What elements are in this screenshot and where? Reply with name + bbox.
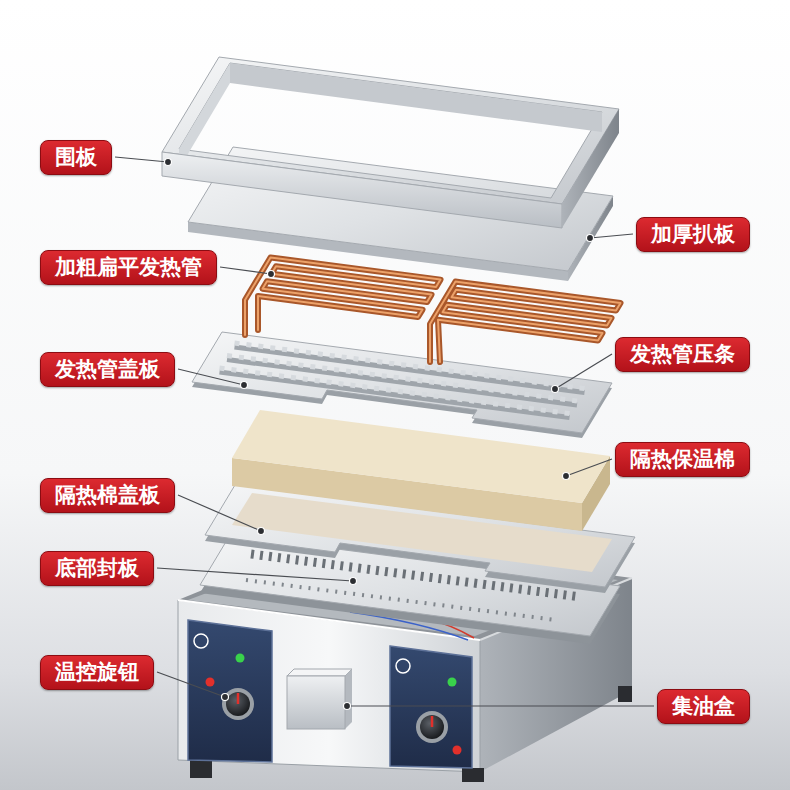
control-panel [453,746,462,755]
part-label: 加厚扒板 [636,217,750,252]
heating-tube-cover-plate [192,332,612,438]
leader-line [115,157,654,706]
label-text: 围板 [55,147,97,168]
label-text: 隔热保温棉 [630,449,735,470]
heating-tube [245,258,441,336]
heating-tube [430,282,621,362]
oil-box [287,669,352,729]
heating-tube [430,282,621,362]
label-text: 集油盒 [672,696,735,717]
label-text: 底部封板 [55,558,139,579]
part-label: 集油盒 [657,689,750,724]
control-panel [226,692,250,716]
part-label: 温控旋钮 [40,655,154,690]
surround-frame [230,63,602,132]
control-panel [188,620,472,768]
surround-frame [562,109,619,228]
heating-tube [245,258,441,336]
label-text: 加粗扁平发热管 [55,257,202,278]
leader-line [115,157,168,162]
surround-frame [179,63,230,169]
oil-box [345,669,352,729]
griddle-base [178,600,480,772]
pressure-strip [235,343,585,389]
leader-line [347,705,654,706]
pressure-strip [235,347,585,393]
control-panel [416,711,448,743]
control-panel [420,715,444,739]
control-panel [448,678,457,687]
surround-frame [162,152,562,228]
part-label: 隔热保温棉 [615,442,750,477]
leader-dot [563,473,570,480]
leader-line [220,267,271,274]
oil-box [287,676,345,729]
label-text: 隔热棉盖板 [55,485,160,506]
control-panel [390,646,472,768]
griddle-base [462,768,484,782]
control-panel [431,716,434,727]
label-text: 发热管盖板 [55,359,160,380]
leader-dot [587,235,594,242]
control-panel [206,678,215,687]
surround-frame [162,57,619,228]
leader-line [590,234,633,238]
part-label: 发热管压条 [615,337,750,372]
control-panel [222,688,254,720]
control-panel [396,659,410,673]
control-panel [236,654,245,663]
griddle-base [618,686,632,702]
part-label: 发热管盖板 [40,352,175,387]
bottom-seal-plate [246,580,556,620]
label-text: 温控旋钮 [55,662,139,683]
leader-dot [258,528,265,535]
heating-tube-cover-plate [192,332,612,433]
leader-dot [222,694,229,701]
label-text: 发热管压条 [630,344,735,365]
control-panel [194,634,208,648]
leader-line [566,459,612,476]
leader-dot [241,382,248,389]
part-label: 底部封板 [40,551,154,586]
pressure-strip [220,343,585,418]
leader-dot [165,159,594,710]
part-label: 隔热棉盖板 [40,478,175,513]
leader-line [178,369,244,385]
leader-line [555,354,612,389]
leader-dot [344,703,351,710]
leader-line [157,672,225,697]
leader-dot [350,578,357,585]
leader-dot [268,271,275,278]
leader-dot [552,386,559,393]
leader-line [157,568,353,581]
oil-box [287,669,352,676]
control-panel [188,620,272,762]
leader-dot [165,159,172,166]
label-text: 加厚扒板 [651,224,735,245]
leader-line [178,495,261,531]
control-panel [237,693,240,704]
part-label: 围板 [40,140,112,175]
part-label: 加粗扁平发热管 [40,250,217,285]
